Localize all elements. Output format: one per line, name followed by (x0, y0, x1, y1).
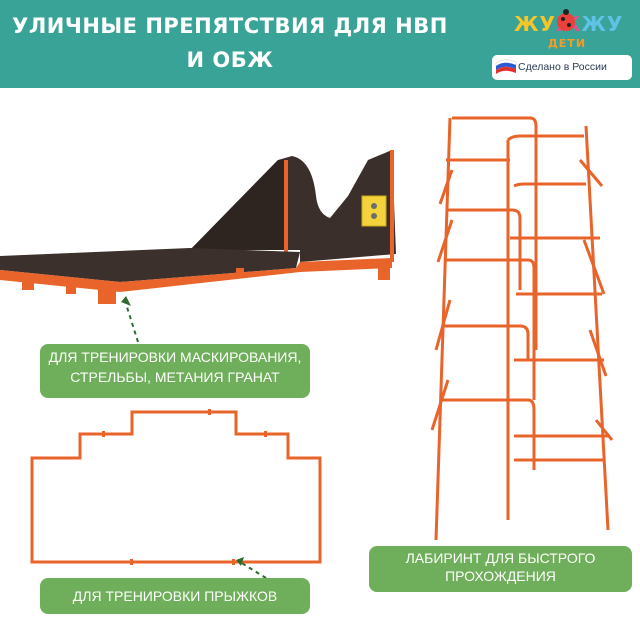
russia-flag-wave-icon (495, 59, 517, 74)
labyrinth-illustration (430, 116, 614, 541)
page-title-line2: И ОБЖ (186, 48, 274, 72)
shooting-platform-illustration (0, 150, 396, 304)
page-title-line1: УЛИЧНЫЕ ПРЕПЯТСТВИЯ ДЛЯ НВП (12, 14, 448, 38)
made-in-russia-badge: Сделано в России (492, 55, 632, 80)
frame-joints (102, 409, 267, 565)
arrow-to-platform-icon (125, 303, 139, 343)
arrowhead-frame (236, 557, 244, 566)
labyrinth-label-line2: ПРОХОЖДЕНИЯ (445, 568, 556, 584)
camouflage-label-line2: СТРЕЛЬБЫ, МЕТАНИЯ ГРАНАТ (70, 369, 280, 385)
camouflage-label: ДЛЯ ТРЕНИРОВКИ МАСКИРОВАНИЯ, СТРЕЛЬБЫ, М… (40, 344, 310, 398)
jumps-label: ДЛЯ ТРЕНИРОВКИ ПРЫЖКОВ (40, 578, 310, 614)
jump-frame-illustration (30, 410, 322, 564)
logo-subtitle: ДЕТИ (548, 37, 587, 50)
arrowhead-platform (121, 296, 131, 306)
jumps-label-text: ДЛЯ ТРЕНИРОВКИ ПРЫЖКОВ (72, 588, 278, 604)
arrow-to-frame-icon (239, 561, 267, 579)
logo-part1: ЖУ (514, 12, 556, 36)
labyrinth-label-line1: ЛАБИРИНТ ДЛЯ БЫСТРОГО (405, 550, 596, 566)
camouflage-label-line1: ДЛЯ ТРЕНИРОВКИ МАСКИРОВАНИЯ, (48, 349, 302, 365)
logo-part3: ЖУ (581, 12, 624, 36)
labyrinth-label: ЛАБИРИНТ ДЛЯ БЫСТРОГО ПРОХОЖДЕНИЯ (369, 546, 632, 592)
badge-text: Сделано в России (518, 61, 607, 73)
